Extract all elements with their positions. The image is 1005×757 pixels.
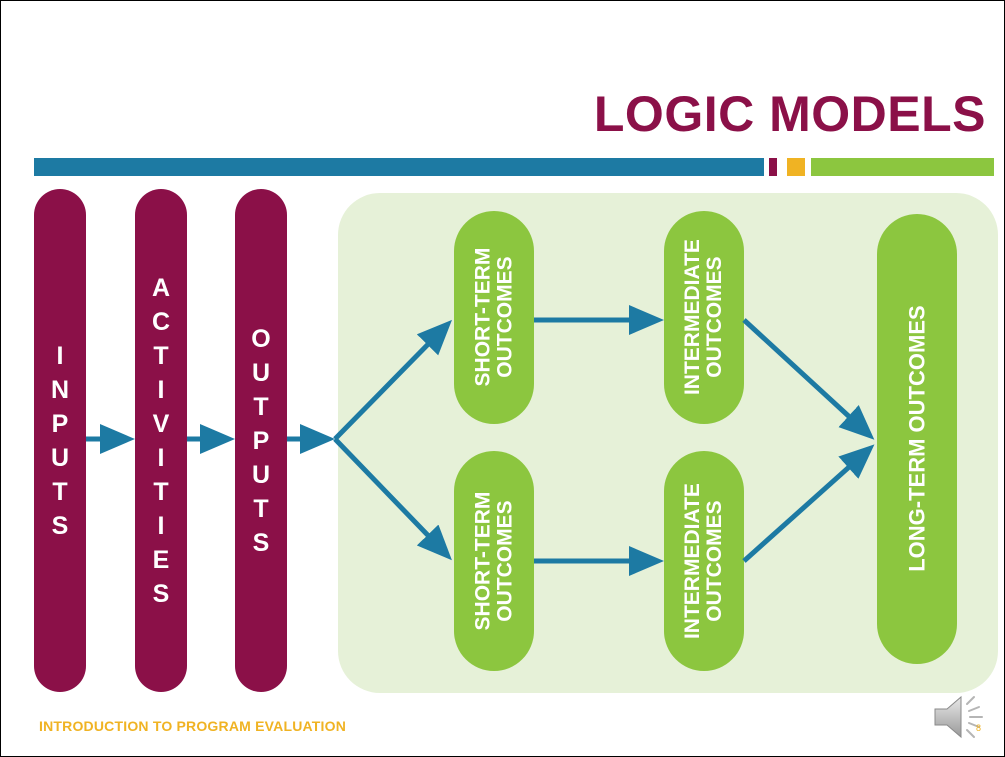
stage-letter: P [252,426,270,455]
stage-letter: V [152,409,170,438]
stage-letter: I [157,511,165,540]
page-number: 8 [976,723,982,733]
stage-letter: T [253,494,269,523]
stage-letter: E [152,545,170,574]
stage-letter: U [251,358,271,387]
speaker-icon[interactable] [931,689,993,750]
stage-letter: T [153,341,169,370]
title-bar-green [811,158,994,176]
title-bar-blue [34,158,764,176]
stage-letter: S [152,579,170,608]
stage-letter: I [56,341,64,370]
stage-letter: S [252,528,270,557]
long-term-outcomes: LONG-TERM OUTCOMES [877,214,957,664]
title-bar-yellow [787,158,805,176]
stage-letter: C [151,307,171,336]
slide-title: LOGIC MODELS [593,86,986,142]
arrow-fork-short-bottom [333,437,452,561]
stage-letter: T [153,477,169,506]
intermediate-outcomes-bottom: INTERMEDIATE OUTCOMES [664,451,744,671]
stage-letter: T [253,392,269,421]
stage-letter: T [52,477,68,506]
arrow-fork-short-top [333,319,453,441]
stage-letter: O [251,324,271,353]
stage-letter: I [157,375,165,404]
arrow-intermediate-long-top [742,318,875,440]
stage-letter: U [50,443,70,472]
short-term-outcomes-bottom: SHORT-TERM OUTCOMES [454,451,534,671]
intermediate-outcomes-top: INTERMEDIATE OUTCOMES [664,211,744,424]
footer-text: INTRODUCTION TO PROGRAM EVALUATION [39,718,347,734]
stage-letter: N [50,375,70,404]
short-term-outcomes-top: SHORT-TERM OUTCOMES [454,211,534,424]
stage-letter: A [151,273,171,302]
stage-letter: S [51,511,69,540]
stage-letter: I [157,443,165,472]
stage-letter: P [51,409,69,438]
arrow-intermediate-long-bottom [742,444,875,563]
title-bar-maroon [769,158,777,176]
stage-letter: U [251,460,271,489]
